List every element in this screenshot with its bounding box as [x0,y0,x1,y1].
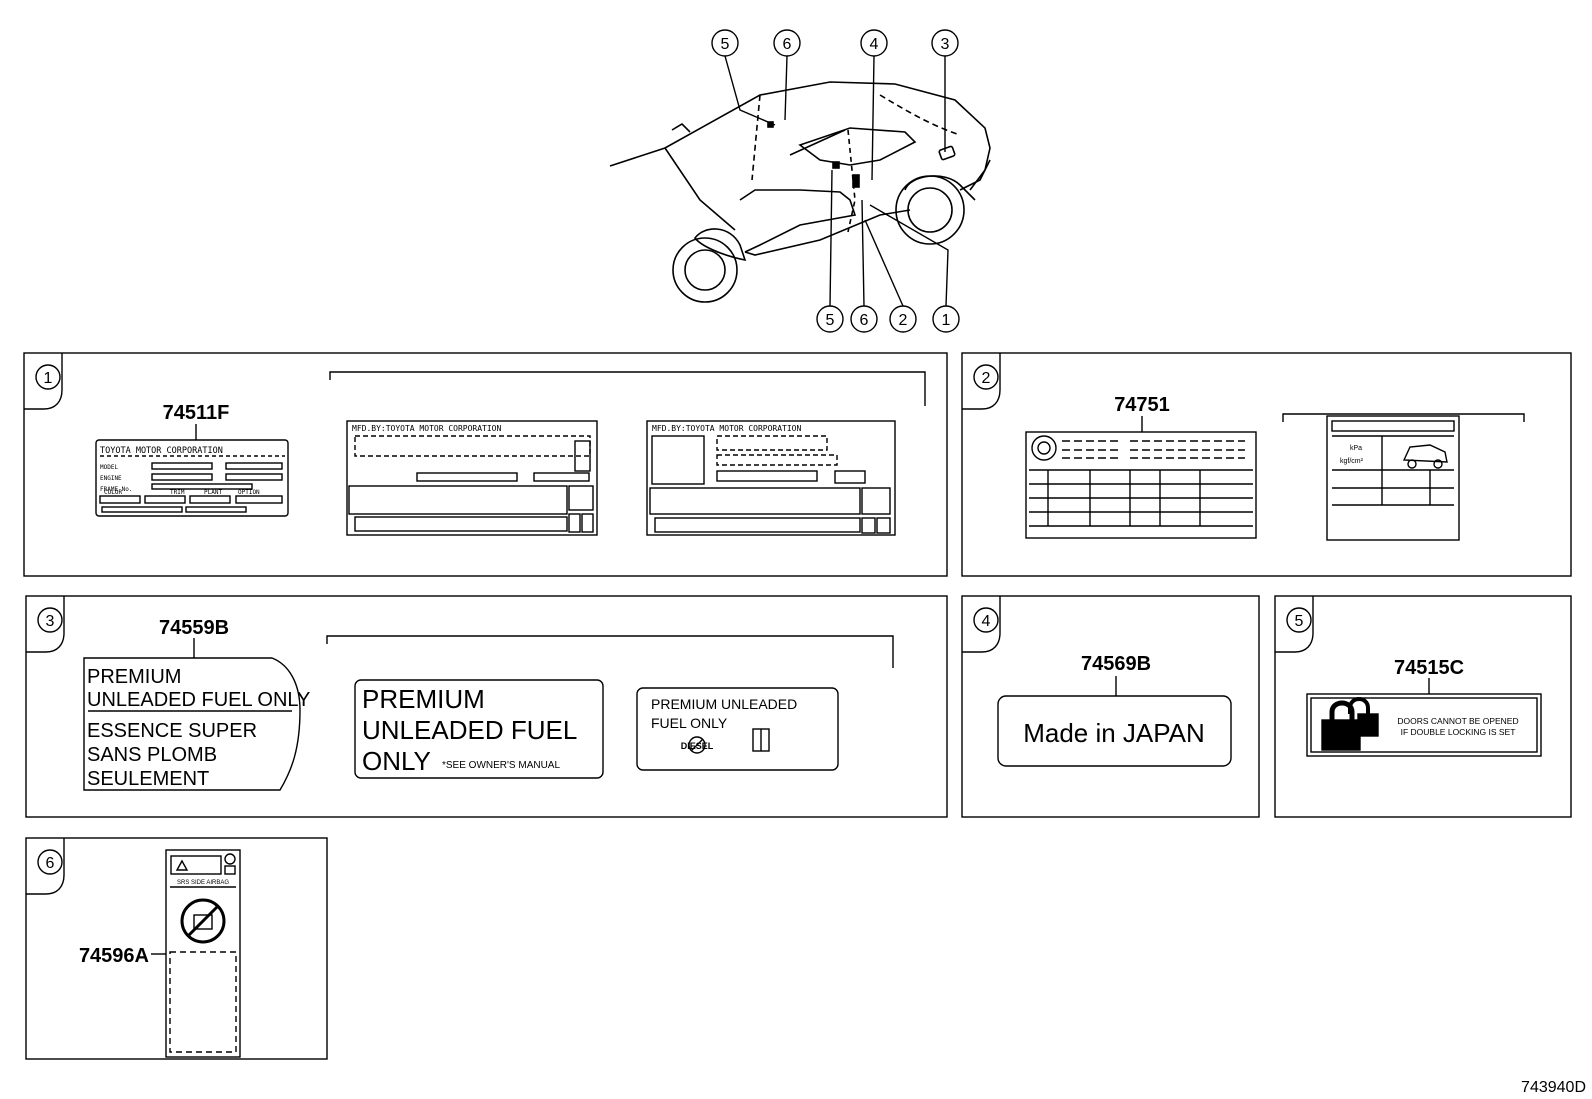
callouts-top [711,29,960,333]
fuel-main-line-5: SEULEMENT [87,768,209,790]
panel-6 [25,837,328,1060]
callout-5-bottom: 5 [826,312,835,329]
part-number-74559B: 74559B [159,617,229,639]
mini-label-r1: MODEL [100,464,118,471]
tire-label-var-r1: kPa [1350,445,1362,452]
panel-4 [961,595,1260,818]
variant-b-header: MFD.BY:TOYOTA MOTOR CORPORATION [652,424,801,433]
fuel-main-line-4: SANS PLOMB [87,744,217,766]
car-illustration [609,81,991,303]
part-number-74511F: 74511F [163,402,230,424]
mini-label-r3: FRAME No. [100,486,133,493]
diagram-id: 743940D [1521,1079,1586,1096]
mini-label-c2: TRIM [170,489,185,496]
part-number-74751: 74751 [1114,394,1170,416]
fuel-var2-line-2: FUEL ONLY [651,715,728,731]
part-number-74515C: 74515C [1394,657,1464,679]
panel-4-text: 4 74569B Made in JAPAN [982,613,1205,748]
panel-3 [25,595,948,818]
mini-label-header: TOYOTA MOTOR CORPORATION [100,446,223,456]
panel-4-index: 4 [982,613,991,630]
panel-5 [1274,595,1572,818]
mini-label-r2: ENGINE [100,475,122,482]
panel-2 [961,352,1572,577]
panel-6-text: 6 74596A SRS SIDE AIRBAG [46,855,230,967]
mini-label-c4: OPTION [238,489,260,496]
callout-6-top: 6 [783,36,792,53]
fuel-main-line-3: ESSENCE SUPER [87,720,257,742]
fuel-var1-line-1: PREMIUM [362,684,485,714]
panel-6-index: 6 [46,855,55,872]
callout-4-top: 4 [870,36,879,53]
callout-3-top: 3 [941,36,950,53]
callout-2-bottom: 2 [899,312,908,329]
fuel-var1-line-3: ONLY [362,746,431,776]
panel-2-index: 2 [982,370,991,387]
fuel-main-line-1: PREMIUM [87,666,181,688]
fuel-var2-line-1: PREMIUM UNLEADED [651,696,797,712]
fuel-var1-line-2: UNLEADED FUEL [362,715,577,745]
part-number-74596A: 74596A [79,945,149,967]
mini-label-c1: COLOR [104,489,122,496]
panel-1-index: 1 [44,370,53,387]
tire-label-var-r2: kgf/cm² [1340,458,1364,465]
padlock-icon [1321,697,1379,751]
double-lock-warning-line-1: DOORS CANNOT BE OPENED [1397,716,1518,726]
fuel-main-line-2: UNLEADED FUEL ONLY [87,689,310,711]
mini-label-c3: PLANT [204,489,222,496]
fuel-var2-diesel: DIESEL [681,741,714,751]
double-lock-warning-line-2: IF DOUBLE LOCKING IS SET [1401,727,1516,737]
panel-3-text: 3 74559B PREMIUM UNLEADED FUEL ONLY ESSE… [46,613,798,790]
part-number-74569B: 74569B [1081,653,1151,675]
made-in-japan-label: Made in JAPAN [1023,718,1205,748]
panel-3-index: 3 [46,613,55,630]
panel-5-text: 5 74515C DOORS CANNOT BE OPENED IF DOUBL… [1295,613,1519,737]
panel-1 [23,352,948,577]
callout-1-bottom: 1 [942,312,951,329]
panel-5-index: 5 [1295,613,1304,630]
variant-a-header: MFD.BY:TOYOTA MOTOR CORPORATION [352,424,501,433]
fuel-var1-note: *SEE OWNER'S MANUAL [442,760,560,771]
callout-text-top: 5 6 4 3 5 6 2 1 [721,36,951,329]
panel-1-text: 1 74511F TOYOTA MOTOR CORPORATION MODEL … [44,370,802,496]
callout-6-bottom: 6 [860,312,869,329]
srs-side-airbag-text: SRS SIDE AIRBAG [177,880,229,886]
panel-2-text: 2 74751 kPa kgf/cm² [982,370,1364,465]
callout-5-top: 5 [721,36,730,53]
